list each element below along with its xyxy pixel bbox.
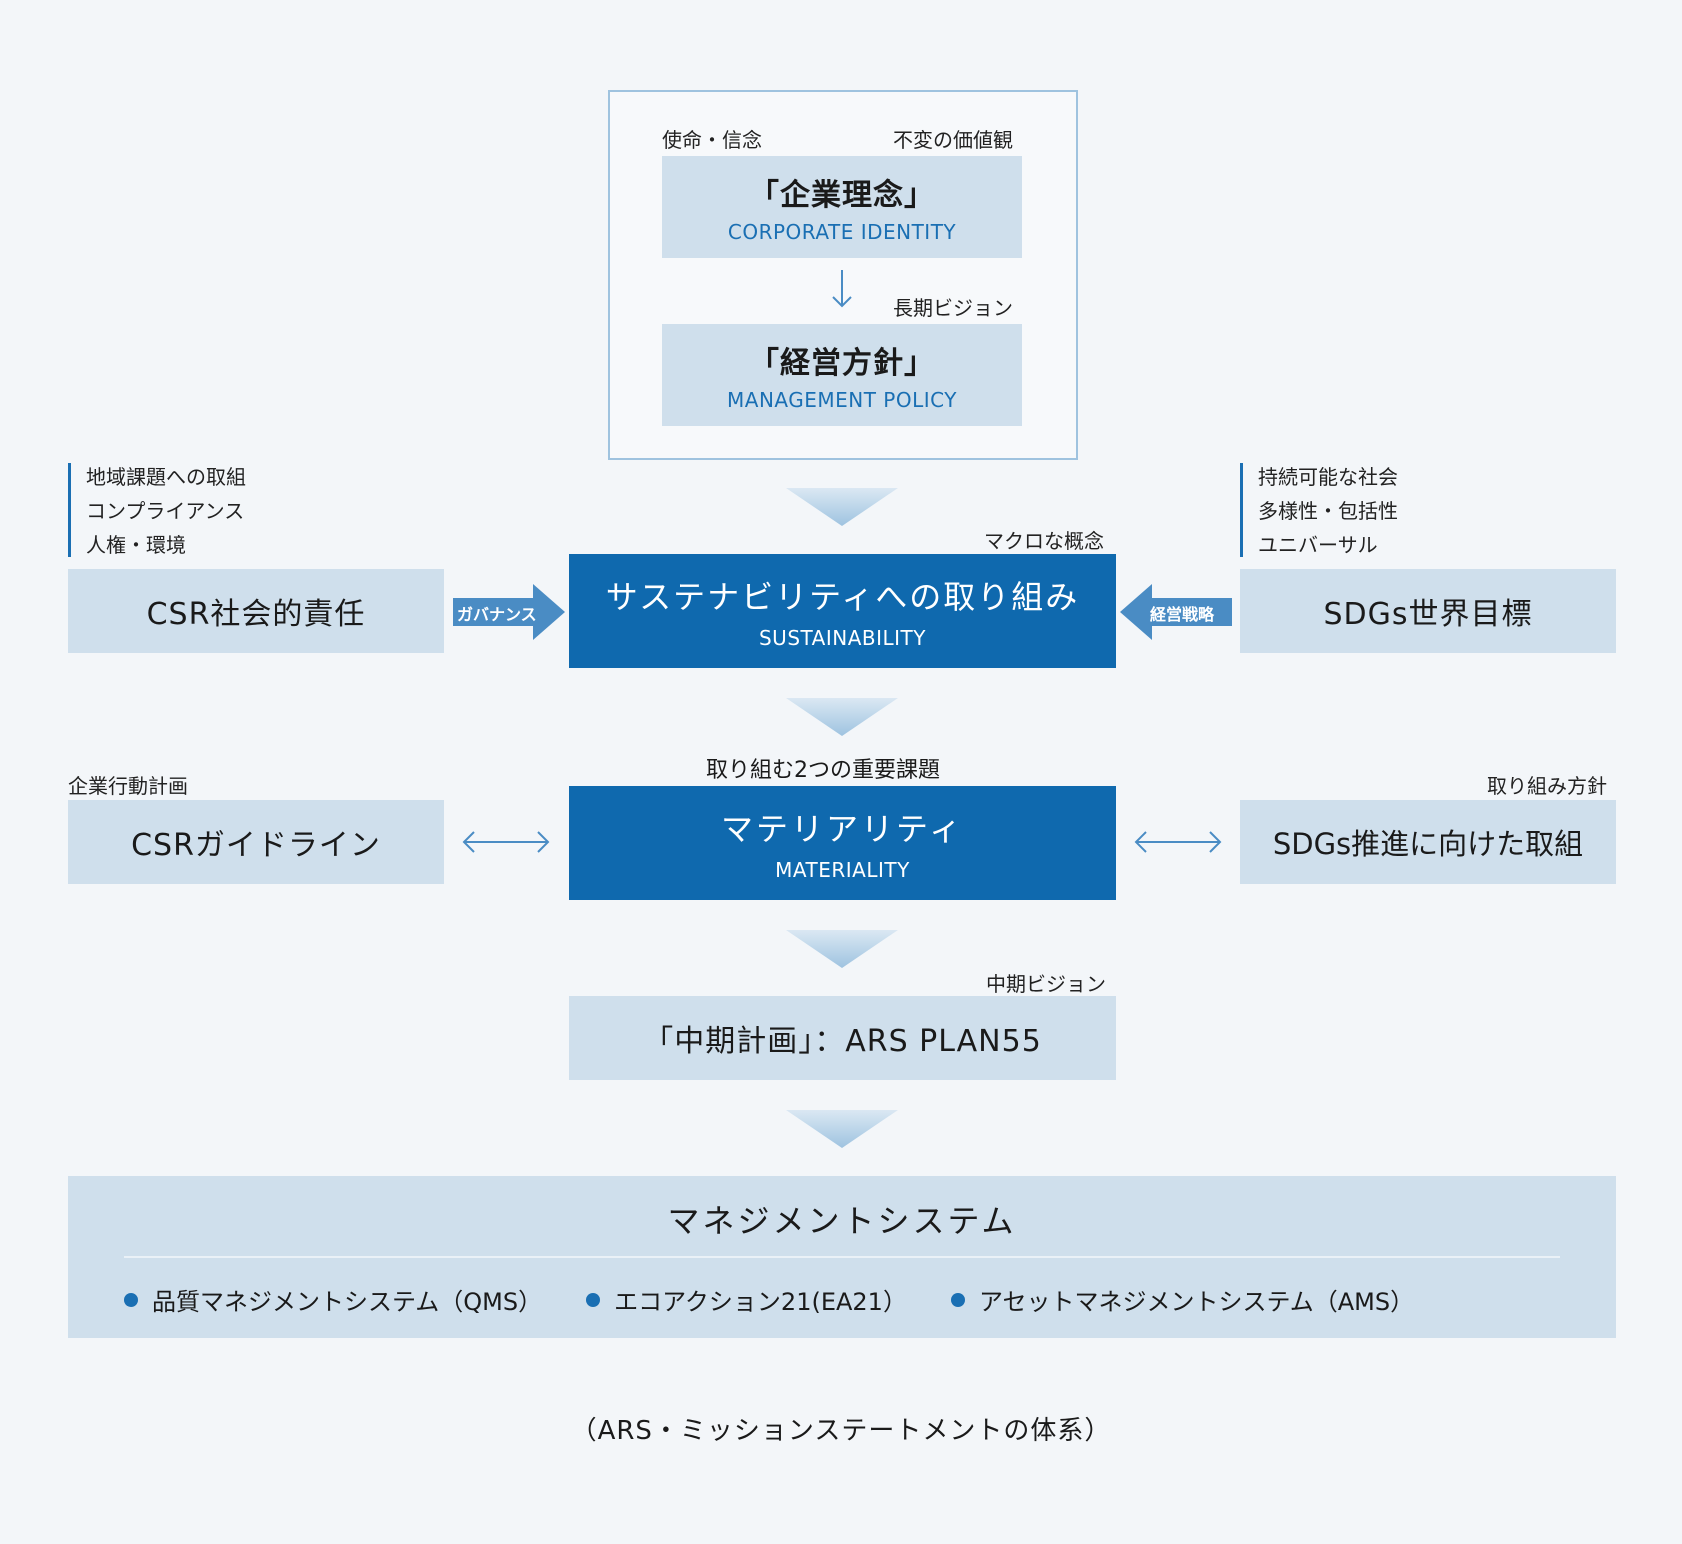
mid-term-plan-box: 「中期計画」：ARS PLAN55: [569, 996, 1116, 1080]
bullet-dot-icon: [950, 1292, 965, 1307]
left-list-item: 人権・環境: [86, 533, 186, 557]
csr-guideline-label: CSRガイドライン: [131, 828, 381, 863]
policy-note: 取り組み方針: [1487, 774, 1607, 798]
macro-concept-note: マクロな概念: [984, 529, 1104, 553]
management-system-title: マネジメントシステム: [667, 1202, 1017, 1240]
left-list-line: [68, 463, 71, 557]
bullet-dot-icon: [586, 1292, 601, 1307]
management-system-item: エコアクション21(EA21）: [614, 1288, 907, 1316]
diagram-caption: （ARS・ミッションステートメントの体系）: [570, 1416, 1112, 1446]
materiality-box: マテリアリティ MATERIALITY: [569, 786, 1116, 900]
chevron-down-icon: [786, 488, 898, 526]
csr-guideline-box: CSRガイドライン: [68, 800, 444, 884]
chevron-down-icon: [786, 930, 898, 968]
action-plan-note: 企業行動計画: [68, 774, 188, 798]
double-arrow-icon: [462, 831, 550, 853]
sdgs-promotion-box: SDGs推進に向けた取組: [1240, 800, 1616, 884]
sustainability-box: サステナビリティへの取り組み SUSTAINABILITY: [569, 554, 1116, 668]
management-policy-sub: MANAGEMENT POLICY: [727, 388, 957, 412]
csr-box: CSR社会的責任: [68, 569, 444, 653]
sdgs-promotion-label: SDGs推進に向けた取組: [1272, 827, 1584, 861]
sustainability-title: サステナビリティへの取り組み: [605, 578, 1080, 616]
governance-label: ガバナンス: [457, 605, 537, 624]
left-list-item: コンプライアンス: [86, 499, 245, 523]
right-list-item: ユニバーサル: [1258, 533, 1378, 557]
long-term-vision-note: 長期ビジョン: [893, 296, 1013, 320]
left-list: 地域課題への取組 コンプライアンス 人権・環境: [86, 460, 246, 562]
chevron-down-icon: [786, 1110, 898, 1148]
materiality-title: マテリアリティ: [720, 810, 965, 848]
csr-label: CSR社会的責任: [146, 597, 366, 632]
management-system-item: アセットマネジメントシステム（AMS）: [978, 1288, 1415, 1316]
double-arrow-icon: [1134, 831, 1222, 853]
bullet-dot-icon: [124, 1292, 138, 1307]
chevron-down-icon: [786, 698, 898, 736]
management-system-item: 品質マネジメントシステム（QMS）: [152, 1288, 543, 1316]
down-arrow-icon: [832, 270, 852, 308]
right-list-item: 持続可能な社会: [1258, 465, 1398, 489]
values-note: 不変の価値観: [893, 128, 1013, 152]
right-list: 持続可能な社会 多様性・包括性 ユニバーサル: [1258, 460, 1398, 562]
sdgs-label: SDGs世界目標: [1323, 597, 1533, 632]
management-system-box: マネジメントシステム 品質マネジメントシステム（QMS） エコアクション21(E…: [68, 1176, 1616, 1338]
right-block-arrow-icon: [453, 584, 565, 640]
right-list-item: 多様性・包括性: [1258, 499, 1398, 523]
left-block-arrow-icon: [1120, 584, 1232, 640]
management-policy-box: 「経営方針」 MANAGEMENT POLICY: [662, 324, 1022, 426]
corporate-identity-title: 「企業理念」: [749, 178, 935, 213]
management-policy-title: 「経営方針」: [749, 346, 935, 381]
management-system-list: 品質マネジメントシステム（QMS） エコアクション21(EA21） アセットマネ…: [124, 1282, 1414, 1317]
sdgs-box: SDGs世界目標: [1240, 569, 1616, 653]
right-list-line: [1240, 463, 1243, 557]
corporate-identity-box: 「企業理念」 CORPORATE IDENTITY: [662, 156, 1022, 258]
sustainability-sub: SUSTAINABILITY: [758, 626, 926, 650]
mid-term-vision-note: 中期ビジョン: [986, 972, 1106, 996]
materiality-sub: MATERIALITY: [775, 858, 910, 882]
mission-note: 使命・信念: [662, 128, 762, 152]
corporate-identity-sub: CORPORATE IDENTITY: [727, 220, 957, 244]
management-system-divider: [124, 1256, 1560, 1258]
strategy-label: 経営戦略: [1150, 605, 1215, 624]
left-list-item: 地域課題への取組: [86, 465, 246, 489]
mid-term-plan-label: 「中期計画」：ARS PLAN55: [643, 1024, 1042, 1059]
key-issues-note: 取り組む2つの重要課題: [706, 758, 940, 783]
